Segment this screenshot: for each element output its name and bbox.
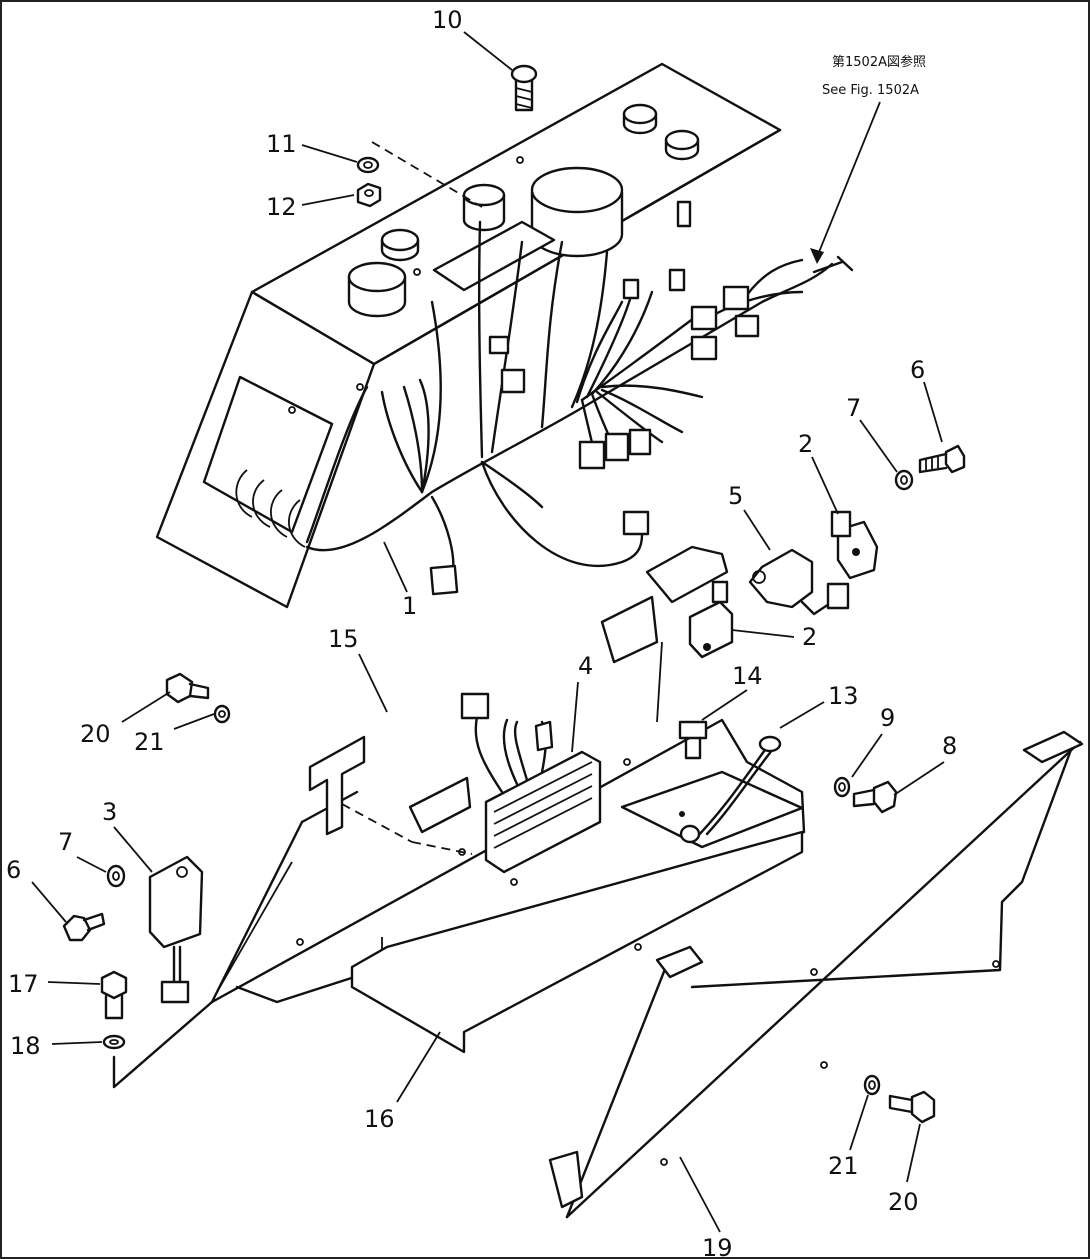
bolt-14	[678, 720, 708, 760]
reference-japanese: 第1502A図参照	[832, 54, 926, 70]
indicator-lamp-3	[664, 129, 700, 161]
callout-6-right: 6	[910, 356, 925, 384]
callout-7-right: 7	[846, 394, 861, 422]
callout-3: 3	[102, 798, 117, 826]
washer-9	[833, 776, 851, 798]
callout-8: 8	[942, 732, 957, 760]
assembly-line-2	[341, 803, 413, 843]
callout-12: 12	[266, 193, 297, 221]
bolt-20-left	[165, 672, 210, 704]
callout-21-right: 21	[828, 1152, 859, 1180]
callout-13: 13	[828, 682, 859, 710]
assembly-line-4	[216, 861, 293, 993]
relay-5	[748, 548, 850, 616]
flasher-unit	[148, 855, 204, 1004]
side-cover	[548, 730, 1084, 1219]
indicator-lamp-2	[622, 103, 658, 135]
callout-15: 15	[328, 625, 359, 653]
bolt-6-left	[62, 912, 106, 942]
callout-18: 18	[10, 1032, 41, 1060]
wiring-harness	[235, 220, 834, 579]
callout-20-right: 20	[888, 1188, 919, 1216]
screw-10	[510, 64, 538, 112]
relay-2-upper	[830, 510, 879, 580]
leader-lines	[31, 31, 945, 1233]
callout-1: 1	[402, 592, 417, 620]
washer-7-right	[894, 469, 914, 491]
gauge-small-mid	[462, 183, 506, 232]
ground-strap	[620, 735, 804, 849]
gauge-small-left	[347, 261, 407, 318]
nut-12	[356, 182, 382, 208]
relay-2-lower	[688, 580, 734, 659]
callout-14: 14	[732, 662, 763, 690]
callout-labels: 10 11 12 6 7 2 5 1 15 4 2 14 13 9 8 20 2…	[6, 6, 957, 1259]
harness-connectors	[429, 200, 854, 596]
washer-21-left	[213, 704, 231, 724]
bolt-20-right	[888, 1090, 936, 1124]
washer-21-right	[863, 1074, 881, 1096]
callout-20-left: 20	[80, 720, 111, 748]
callout-5: 5	[728, 482, 743, 510]
assembly-line-1	[371, 141, 483, 208]
mounting-bracket	[210, 545, 806, 1004]
relay-block	[460, 692, 602, 874]
bolt-8	[852, 780, 898, 814]
circuit-board	[432, 220, 556, 292]
callout-2-lower: 2	[802, 623, 817, 651]
callout-16: 16	[364, 1105, 395, 1133]
indicator-lamp-1	[380, 228, 420, 262]
callout-4: 4	[578, 652, 593, 680]
assembly-line-5	[656, 641, 663, 723]
callout-7-left: 7	[58, 828, 73, 856]
callout-6-left: 6	[6, 856, 21, 884]
washer-7-left	[106, 864, 126, 888]
callout-11: 11	[266, 130, 297, 158]
callout-9: 9	[880, 704, 895, 732]
callout-2-upper: 2	[798, 430, 813, 458]
callout-17: 17	[8, 970, 39, 998]
washer-11	[356, 156, 380, 174]
washer-18	[102, 1034, 126, 1050]
callout-10: 10	[432, 6, 463, 34]
bolt-6-right	[918, 444, 966, 474]
callout-21-left: 21	[134, 728, 165, 756]
bolt-17	[100, 970, 128, 1020]
lower-plate	[112, 830, 804, 1089]
callout-19: 19	[702, 1234, 733, 1259]
assembly-line-3	[411, 841, 473, 855]
reference-english: See Fig. 1502A	[822, 83, 919, 98]
